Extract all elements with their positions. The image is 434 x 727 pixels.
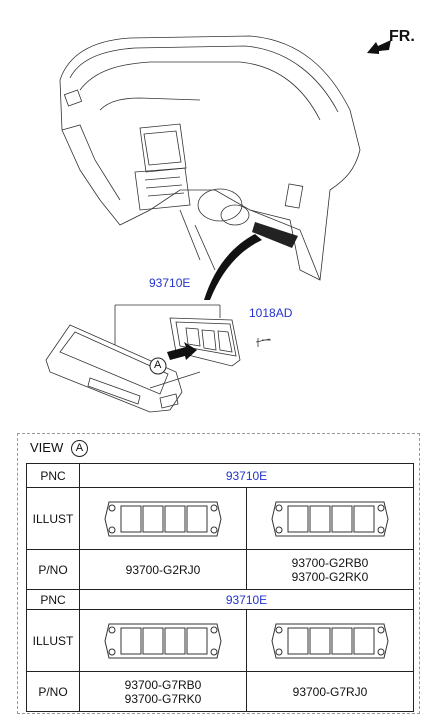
parts-table: PNC 93710E ILLUST P/NO 9370 [26, 463, 414, 712]
table-row: P/NO 93700-G2RJ0 93700-G2RB0 93700-G2RK0 [26, 549, 414, 590]
part-number: 93700-G7RJ0 [292, 684, 368, 699]
part-number: 93700-G2RJ0 [125, 562, 201, 577]
part-number-cell: 93700-G7RB0 93700-G7RK0 [79, 671, 247, 712]
dashboard-exploded-drawing [45, 35, 361, 413]
part-number-cell: 93700-G2RJ0 [79, 549, 247, 590]
table-row: ILLUST [26, 487, 414, 550]
part-number-cell: 93700-G7RJ0 [246, 671, 414, 712]
illustration-cell [246, 487, 414, 550]
front-direction-label: FR. [389, 28, 415, 45]
pnc-header: PNC [26, 589, 80, 610]
switch-panel-illustration [271, 623, 389, 658]
table-row: PNC 93710E [26, 463, 414, 488]
part-number: 93700-G2RK0 [291, 569, 369, 584]
view-marker-circle: A [70, 440, 88, 458]
assembly-callout: 93710E [149, 276, 191, 290]
switch-panel-illustration [104, 501, 222, 536]
part-number-cell: 93700-G2RB0 93700-G2RK0 [246, 549, 414, 590]
illustration-cell [79, 609, 247, 672]
illust-header: ILLUST [26, 609, 80, 672]
part-number: 93700-G7RB0 [124, 677, 202, 692]
table-row: ILLUST [26, 609, 414, 672]
pnc-value: 93710E [79, 589, 414, 610]
pno-header: P/NO [26, 671, 80, 712]
illust-header: ILLUST [26, 487, 80, 550]
illustration-cell [246, 609, 414, 672]
view-box [17, 433, 420, 714]
part-number: 93700-G2RB0 [291, 555, 369, 570]
view-title-text: VIEW [30, 440, 64, 455]
front-direction-arrow-icon [367, 40, 391, 54]
view-a-marker: A [154, 359, 162, 371]
switch-panel-illustration [104, 623, 222, 658]
screw-callout: 1018AD [249, 306, 293, 320]
pnc-value: 93710E [79, 463, 414, 488]
part-number: 93700-G7RK0 [124, 691, 202, 706]
table-row: P/NO 93700-G7RB0 93700-G7RK0 93700-G7RJ0 [26, 671, 414, 712]
pnc-header: PNC [26, 463, 80, 488]
pno-header: P/NO [26, 549, 80, 590]
switch-panel-illustration [271, 501, 389, 536]
view-title: VIEW A [30, 440, 88, 458]
illustration-cell [79, 487, 247, 550]
table-row: PNC 93710E [26, 589, 414, 610]
